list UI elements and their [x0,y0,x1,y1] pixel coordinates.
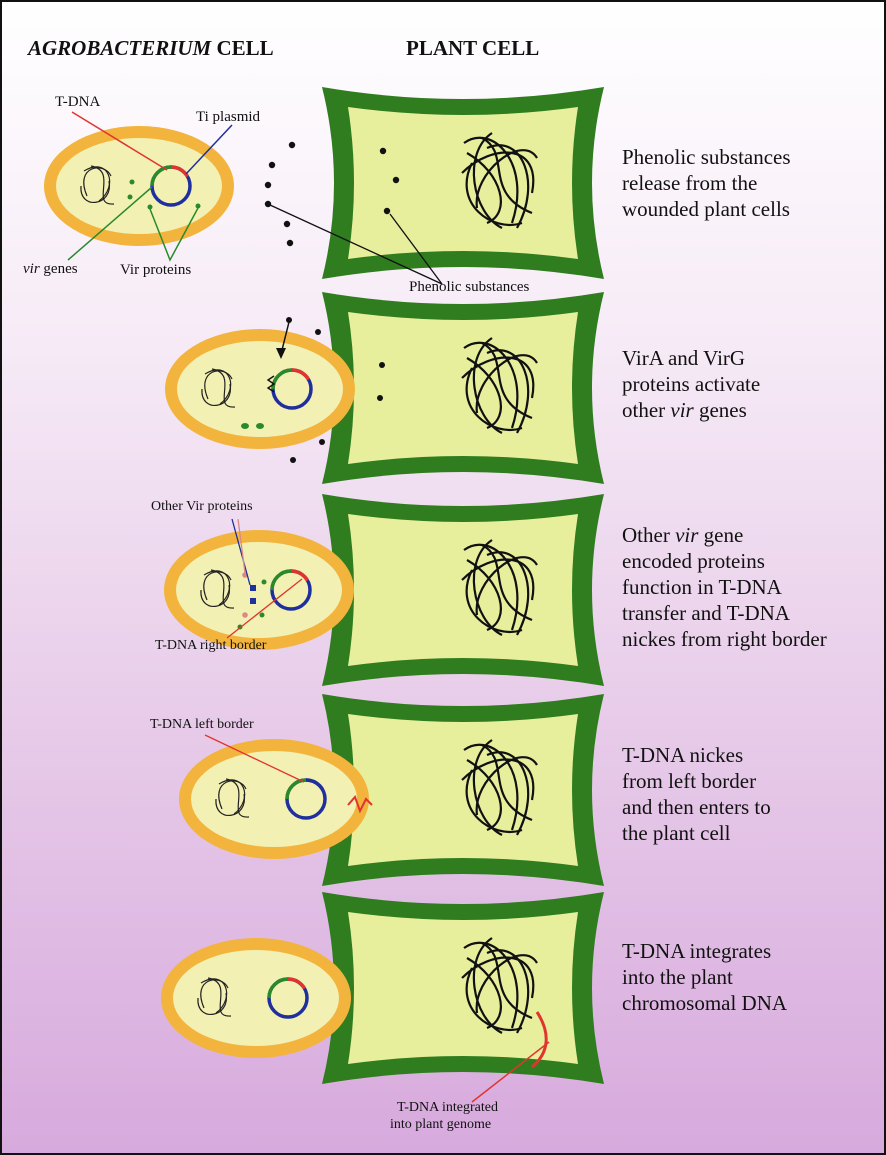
plant-cell-1 [322,87,604,279]
agrobacterium-cell-3 [164,530,354,650]
other-vir-protein-square [250,585,256,591]
step-text-line: and then enters to [622,794,771,820]
phenolic-substance-dot [393,177,399,183]
plant-cytoplasm [348,107,578,259]
step-text-line: function in T-DNA [622,574,827,600]
agrobacterium-cell-4 [179,739,369,859]
phenolic-substance-dot [315,329,321,335]
t-dna-right-border-label: T-DNA right border [155,638,266,654]
step-text-line: into the plant [622,964,787,990]
phenolic-substance-dot [269,162,275,168]
step-text-line: chromosomal DNA [622,990,787,1016]
other-vir-protein-dot [242,612,248,618]
phenolic-substance-dot [265,201,271,207]
step-text-line: VirA and VirG [622,345,760,371]
step-text-line: Other vir gene [622,522,827,548]
plant-cytoplasm [348,714,578,866]
t-dna-left-border-label: T-DNA left border [150,717,254,733]
step-text-line: T-DNA nickes [622,742,771,768]
vir-protein-dot [262,580,267,585]
vir-protein-dot [148,205,153,210]
t-dna-label: T-DNA [55,94,100,111]
vir-protein-dot [130,180,135,185]
step-text-line: from left border [622,768,771,794]
t-dna-integrated-label-line2: into plant genome [390,1117,491,1133]
phenolic-substance-dot [289,142,295,148]
ti-plasmid-label: Ti plasmid [196,109,260,126]
step-text-line: transfer and T-DNA [622,600,827,626]
plant-cell-header: PLANT CELL [406,36,539,61]
step-text-line: encoded proteins [622,548,827,574]
vir-protein-dot [128,195,133,200]
plant-cell-2 [322,292,604,484]
phenolic-substance-dot [380,148,386,154]
vir-genes-label: vir genes [23,261,78,278]
phenolic-substance-dot [379,362,385,368]
vir-protein-dot [260,613,265,618]
other-vir-proteins-label: Other Vir proteins [151,499,253,515]
phenolic-substance-dot [265,182,271,188]
plant-cell-5 [322,892,604,1084]
phenolic-substance-dot [319,439,325,445]
step-text-line: wounded plant cells [622,196,791,222]
agrobacterium-cell-5 [161,938,351,1058]
step-text-line: proteins activate [622,371,760,397]
step-text-line: other vir genes [622,397,760,423]
phenolic-substance-dot [384,208,390,214]
agrobacterium-cell-1 [44,126,234,246]
phenolic-substance-dot [287,240,293,246]
vir-protein-dot [196,204,201,209]
phenolic-substance-dot [284,221,290,227]
step-text-line: the plant cell [622,820,771,846]
plant-cell-3 [322,494,604,686]
virg-protein-dot [256,423,264,429]
phenolic-substance-dot [377,395,383,401]
phenolic-substance-dot [290,457,296,463]
agrobacterium-cell-2 [165,329,355,449]
plant-cytoplasm [348,312,578,464]
step-text-line: Phenolic substances [622,144,791,170]
step-text-line: release from the [622,170,791,196]
agrobacterium-cell-header: AGROBACTERIUM CELL [28,36,274,61]
virg-protein-dot [241,423,249,429]
phenolic-substances-label: Phenolic substances [409,279,529,296]
other-vir-protein-square [250,598,256,604]
vir-proteins-label: Vir proteins [120,262,191,279]
step-text-line: nickes from right border [622,626,827,652]
plant-cytoplasm [348,514,578,666]
plant-cytoplasm [348,912,578,1064]
t-dna-integrated-label-line1: T-DNA integrated [397,1100,498,1116]
step-text-line: T-DNA integrates [622,938,787,964]
